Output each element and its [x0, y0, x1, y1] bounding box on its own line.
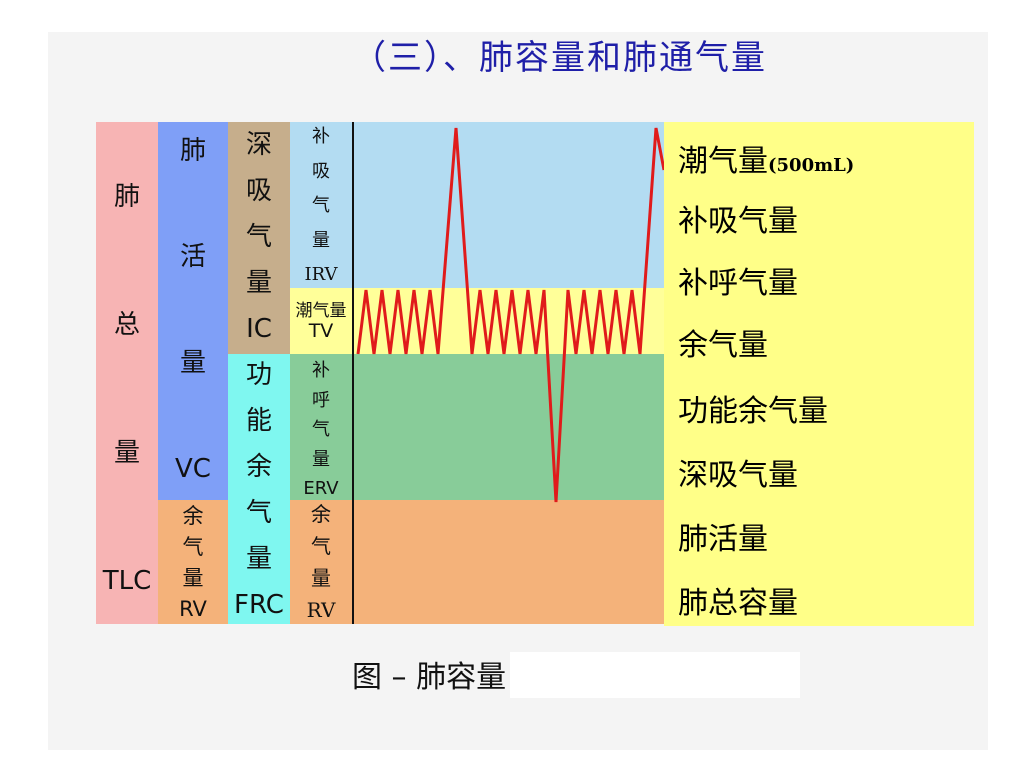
- volume-trace-line: [356, 127, 666, 503]
- label-char: 余: [245, 452, 272, 482]
- label-abbr: RV: [179, 597, 207, 621]
- label-char: 深: [245, 130, 272, 160]
- label-char: 总: [113, 310, 140, 340]
- residual-volume-chart-label: 余 气 量 RV: [290, 504, 352, 620]
- legend-label: 补吸气量: [678, 204, 798, 239]
- label-char: 量: [113, 438, 140, 468]
- label-char: 呼: [312, 389, 330, 411]
- label-char: 气: [311, 534, 331, 558]
- residual-volume-label: 余 气 量 RV: [158, 506, 228, 620]
- legend-item: 肺总容量: [678, 578, 798, 622]
- label-abbr: IRV: [304, 264, 338, 285]
- label-char: 补: [312, 360, 330, 381]
- rv-band: [158, 500, 228, 624]
- legend-label: 潮气量: [678, 144, 768, 179]
- expiratory-reserve-volume-label: 补 呼 气 量 ERV: [290, 362, 352, 498]
- slide-title: （三）、肺容量和肺通气量: [352, 38, 767, 78]
- label-char: 量: [245, 544, 272, 574]
- label-char: 肺: [113, 182, 140, 212]
- legend-item: 余气量: [678, 320, 768, 364]
- label-abbr: TLC: [102, 566, 152, 596]
- label-char: 量: [179, 348, 206, 378]
- label-char: 量: [182, 566, 204, 590]
- label-char: 量: [312, 448, 330, 470]
- legend-note: (500mL): [768, 155, 855, 176]
- ic-band: [228, 122, 290, 354]
- figure-caption: 图 – 肺容量: [352, 660, 507, 695]
- caption-cover: [510, 652, 800, 698]
- legend-item: 补呼气量: [678, 258, 798, 302]
- label-char: 吸: [312, 160, 330, 182]
- label-char: 能: [245, 406, 272, 436]
- label-char: 补: [312, 126, 330, 147]
- legend-label: 余气量: [678, 328, 768, 363]
- tv-abbr: TV: [308, 319, 334, 342]
- label-char: 量: [311, 566, 331, 590]
- label-abbr: RV: [306, 598, 336, 622]
- legend-label: 肺总容量: [678, 586, 798, 621]
- legend-item: 潮气量(500mL): [678, 136, 854, 180]
- label-char: 量: [245, 268, 272, 298]
- label-char: 余: [311, 502, 331, 526]
- label-char: 气: [245, 498, 272, 528]
- legend-label: 补呼气量: [678, 266, 798, 301]
- label-char: 余: [182, 504, 204, 528]
- total-lung-capacity-label: 肺 总 量 TLC: [96, 184, 158, 594]
- label-abbr: IC: [246, 314, 272, 344]
- vital-capacity-label: 肺 活 量 VC: [158, 138, 228, 482]
- label-char: 吸: [245, 176, 272, 206]
- legend-item: 深吸气量: [678, 450, 798, 494]
- label-char: 气: [245, 222, 272, 252]
- label-char: 气: [312, 195, 330, 216]
- label-abbr: VC: [175, 454, 211, 484]
- vc-band: [158, 122, 228, 500]
- label-abbr: FRC: [234, 590, 284, 620]
- inspiratory-reserve-volume-label: 补 吸 气 量 IRV: [290, 128, 352, 284]
- legend-label: 功能余气量: [678, 394, 828, 429]
- label-char: 活: [179, 242, 206, 272]
- label-char: 气: [312, 419, 330, 440]
- legend-label: 肺活量: [678, 522, 768, 557]
- label-char: 功: [245, 360, 272, 390]
- inspiratory-capacity-label: 深 吸 气 量 IC: [228, 132, 290, 342]
- axis-line: [352, 122, 354, 624]
- label-char: 肺: [179, 136, 206, 166]
- legend-item: 补吸气量: [678, 196, 798, 240]
- legend-item: 肺活量: [678, 514, 768, 558]
- tv-name: 潮气量: [295, 301, 347, 322]
- label-char: 量: [312, 229, 330, 251]
- legend-panel: 潮气量(500mL) 补吸气量 补呼气量 余气量 功能余气量 深吸气量 肺活量 …: [664, 122, 974, 626]
- frc-band: [228, 354, 290, 624]
- label-char: 气: [182, 535, 204, 559]
- label-abbr: ERV: [303, 478, 339, 499]
- tlc-band: [96, 122, 158, 624]
- tidal-volume-label: 潮气量 TV: [290, 292, 352, 352]
- functional-residual-capacity-label: 功 能 余 气 量 FRC: [228, 362, 290, 618]
- legend-label: 深吸气量: [678, 458, 798, 493]
- legend-item: 功能余气量: [678, 386, 828, 430]
